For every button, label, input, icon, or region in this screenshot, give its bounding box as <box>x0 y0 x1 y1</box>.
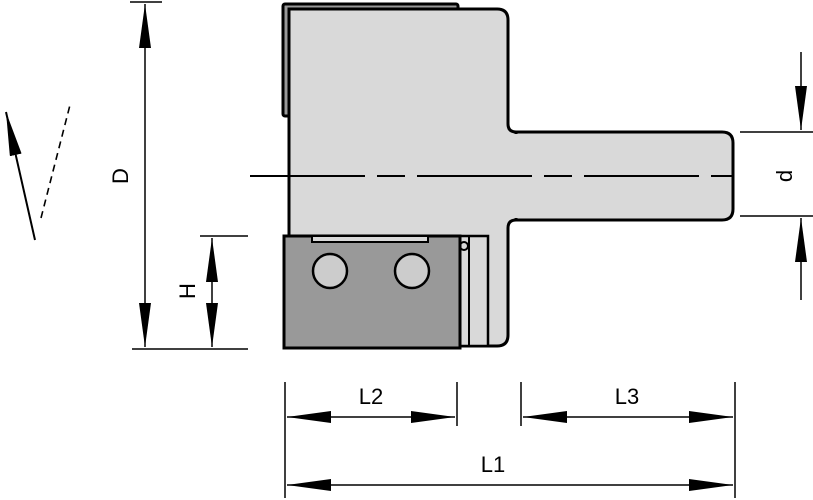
feed-direction-arrow-icon <box>5 104 71 241</box>
dimension-D: D <box>108 1 248 350</box>
dimension-d: d <box>740 52 813 300</box>
label-H: H <box>175 283 200 299</box>
screw-hole-right <box>393 252 431 290</box>
clamp-slot <box>458 234 490 348</box>
label-D: D <box>108 168 133 184</box>
label-L3: L3 <box>615 384 639 409</box>
label-L2: L2 <box>359 384 383 409</box>
insert-block <box>282 234 462 350</box>
label-L1: L1 <box>481 452 505 477</box>
dimension-H: H <box>175 235 248 347</box>
label-d: d <box>772 170 797 182</box>
screw-hole-left <box>311 252 349 290</box>
dimension-L: L2 L3 L1 <box>284 382 736 498</box>
insert-top-slot <box>311 235 429 243</box>
